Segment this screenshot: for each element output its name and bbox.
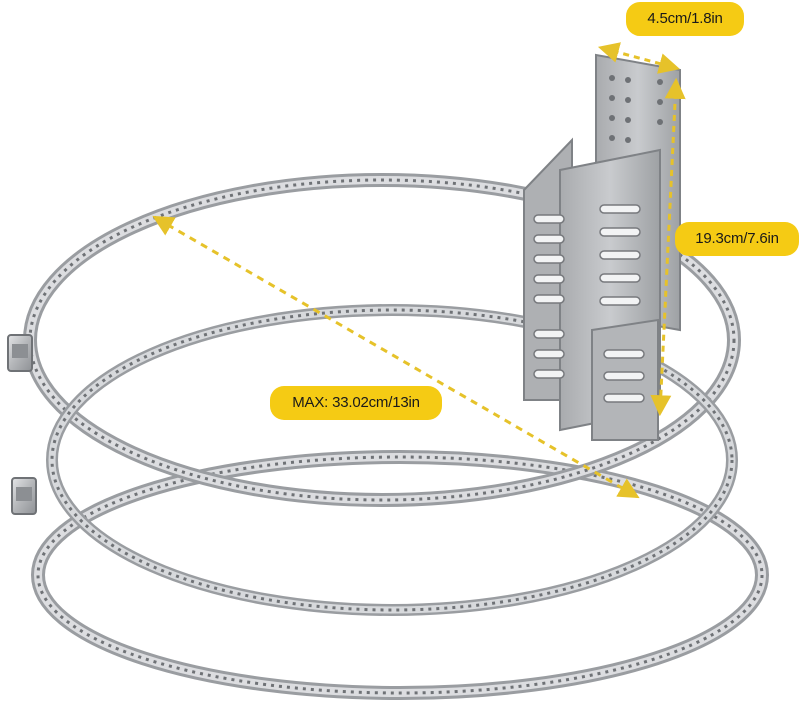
width-dimension-line [597,42,681,74]
bracket-height-label: 19.3cm/7.6in [675,222,799,256]
diameter-dimension-line [152,215,640,499]
screw-housing-icon [11,477,37,515]
height-dimension-line [650,77,686,417]
mounting-bracket [523,53,681,441]
screw-housing-icon [7,334,33,372]
lower-clamp-band [31,450,769,700]
bracket-width-label: 4.5cm/1.8in [626,2,744,36]
max-diameter-label: MAX: 33.02cm/13in [270,386,442,420]
